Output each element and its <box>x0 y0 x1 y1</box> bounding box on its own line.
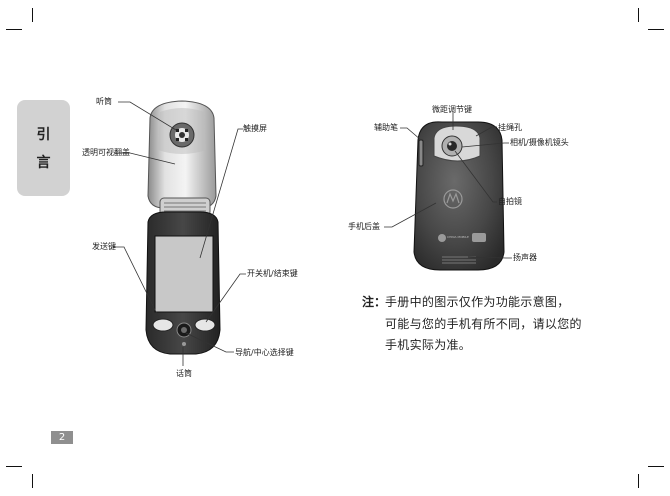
label-send-key: 发送键 <box>92 242 116 251</box>
crop-mark <box>648 466 664 467</box>
label-speaker: 扬声器 <box>513 253 537 262</box>
crop-mark <box>32 8 33 22</box>
label-microphone: 话筒 <box>176 369 192 378</box>
note-line-1: 手册中的图示仅作为功能示意图， <box>385 295 570 309</box>
crop-mark <box>648 29 664 30</box>
label-camera-lens: 相机/摄像机镜头 <box>510 138 569 147</box>
label-back-cover: 手机后盖 <box>348 222 380 231</box>
label-strap-hole: 挂绳孔 <box>498 123 522 132</box>
note-head: 注： <box>362 295 387 309</box>
label-earpiece: 听筒 <box>96 97 112 106</box>
label-stylus: 辅助笔 <box>374 123 398 132</box>
crop-mark <box>638 474 639 488</box>
chapter-char-2: 言 <box>36 155 51 171</box>
label-nav-key: 导航/中心选择键 <box>235 348 294 357</box>
crop-mark <box>638 8 639 22</box>
note-line-3: 手机实际为准。 <box>385 338 472 352</box>
label-focus-key: 微距调节键 <box>432 105 472 114</box>
operator-logo-text: CHINA MOBILE <box>447 235 469 239</box>
crop-mark <box>6 466 22 467</box>
chapter-char-1: 引 <box>36 127 51 143</box>
chapter-tab: 引 言 <box>17 100 70 196</box>
label-touchscreen: 触摸屏 <box>243 124 267 133</box>
crop-mark <box>6 29 22 30</box>
crop-mark <box>32 474 33 488</box>
label-transparent-flip: 透明可视翻盖 <box>82 148 130 157</box>
page-number: 2 <box>51 431 73 444</box>
note-line-2: 可能与您的手机有所不同，请以您的 <box>385 317 582 331</box>
open-phone <box>145 100 221 355</box>
label-self-mirror: 自拍镜 <box>498 197 522 206</box>
phone-back <box>413 121 505 271</box>
label-power-end-key: 开关机/结束键 <box>247 269 298 278</box>
